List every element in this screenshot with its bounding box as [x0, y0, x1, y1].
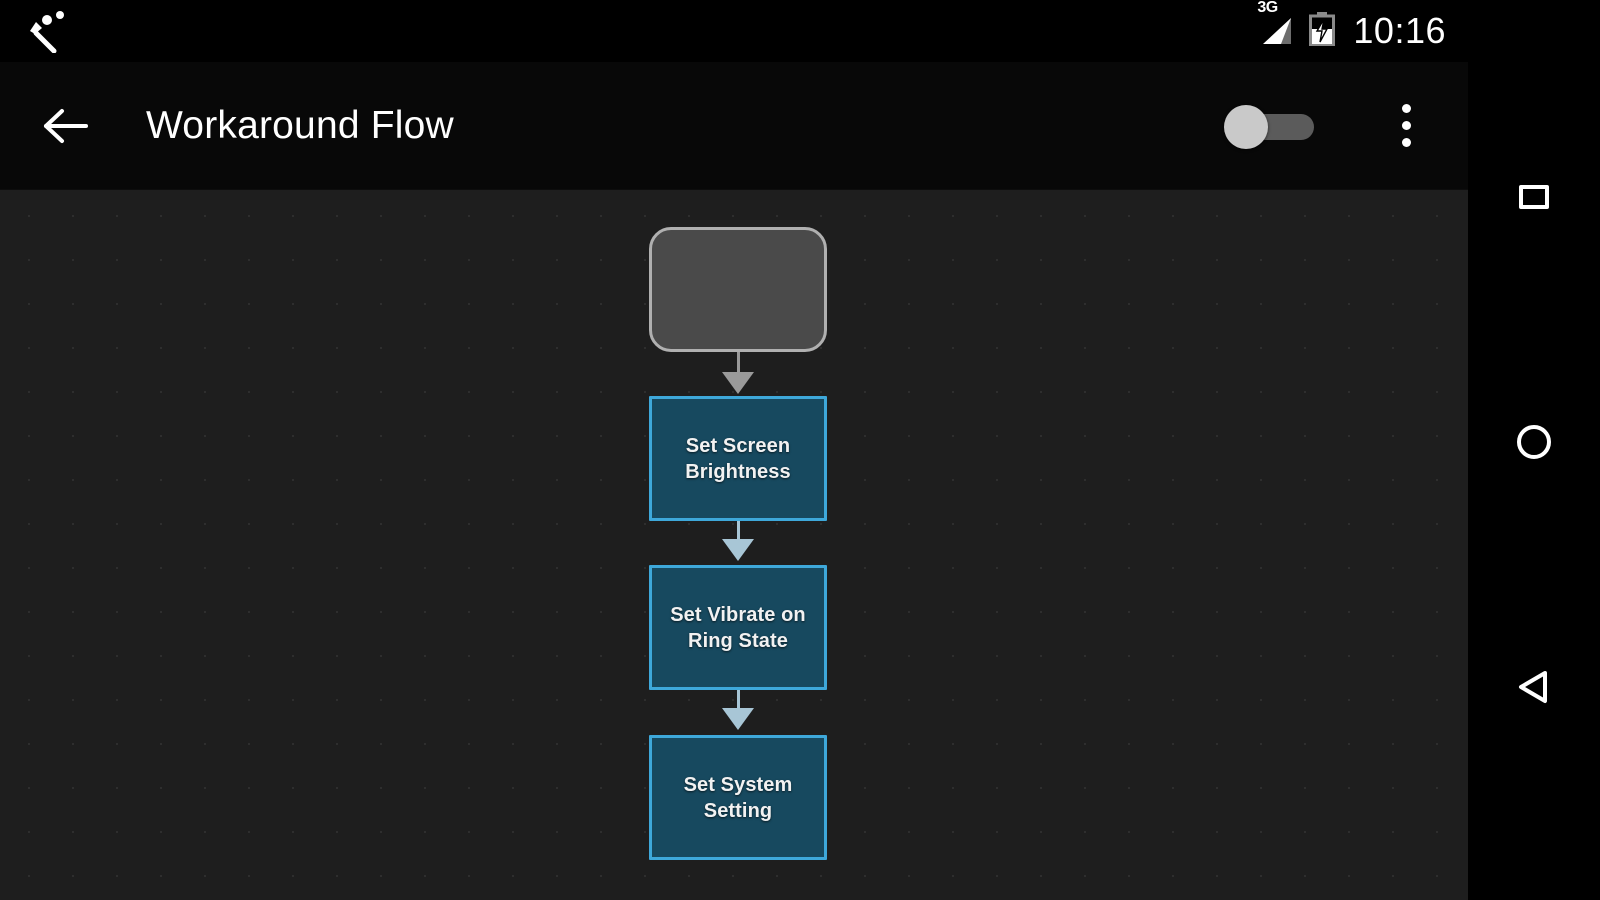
- status-bar-clock: 10:16: [1353, 10, 1446, 51]
- flow-connector-brightness-to-vibrate: [718, 521, 758, 561]
- flow-node-label: Set Screen Brightness: [685, 434, 791, 483]
- toggle-thumb: [1224, 104, 1268, 149]
- status-bar-left: [22, 0, 68, 62]
- flow-enable-toggle[interactable]: [1224, 104, 1316, 149]
- connector-arrowhead: [722, 539, 754, 561]
- page-title: Workaround Flow: [146, 103, 454, 147]
- network-type-label: 3G: [1257, 0, 1278, 16]
- flow-canvas[interactable]: Set Screen Brightness Set Vibrate on Rin…: [0, 190, 1468, 900]
- flow-connector-vibrate-to-system-setting: [718, 690, 758, 730]
- overflow-dot: [1401, 138, 1411, 147]
- navigation-bar: [1468, 0, 1600, 900]
- status-bar: 3G 10:16: [0, 0, 1468, 62]
- flow-node-label: Set Vibrate on Ring State: [670, 603, 806, 652]
- home-circle-shape: [1517, 425, 1551, 459]
- connector-line: [736, 690, 740, 708]
- connector-arrowhead: [722, 708, 754, 730]
- flow-node-label: Set System Setting: [683, 773, 793, 822]
- back-arrow-icon[interactable]: [30, 90, 102, 162]
- status-bar-right: 3G 10:16: [1257, 0, 1446, 62]
- recents-square-shape: [1519, 185, 1549, 209]
- flow-node-set-system-setting[interactable]: Set System Setting: [649, 735, 827, 860]
- circle-home-icon[interactable]: [1468, 387, 1600, 497]
- square-recents-icon[interactable]: [1468, 142, 1600, 252]
- app-bar: Workaround Flow: [0, 62, 1468, 190]
- connector-arrowhead: [722, 372, 754, 394]
- flow-node-set-vibrate-on-ring-state[interactable]: Set Vibrate on Ring State: [649, 565, 827, 690]
- overflow-menu-icon[interactable]: [1376, 86, 1436, 166]
- flow-connector-trigger-to-brightness: [718, 352, 758, 394]
- triangle-back-icon[interactable]: [1468, 632, 1600, 742]
- overflow-dot: [1401, 104, 1411, 113]
- connector-line: [736, 352, 740, 372]
- battery-charging-icon: [1309, 11, 1336, 51]
- signal-bars-icon: 3G: [1257, 0, 1295, 46]
- flow-node-set-screen-brightness[interactable]: Set Screen Brightness: [649, 396, 827, 521]
- magic-wand-icon: [22, 9, 68, 53]
- flow-node-trigger[interactable]: [649, 227, 827, 352]
- connector-line: [736, 521, 740, 539]
- overflow-dot: [1401, 121, 1411, 130]
